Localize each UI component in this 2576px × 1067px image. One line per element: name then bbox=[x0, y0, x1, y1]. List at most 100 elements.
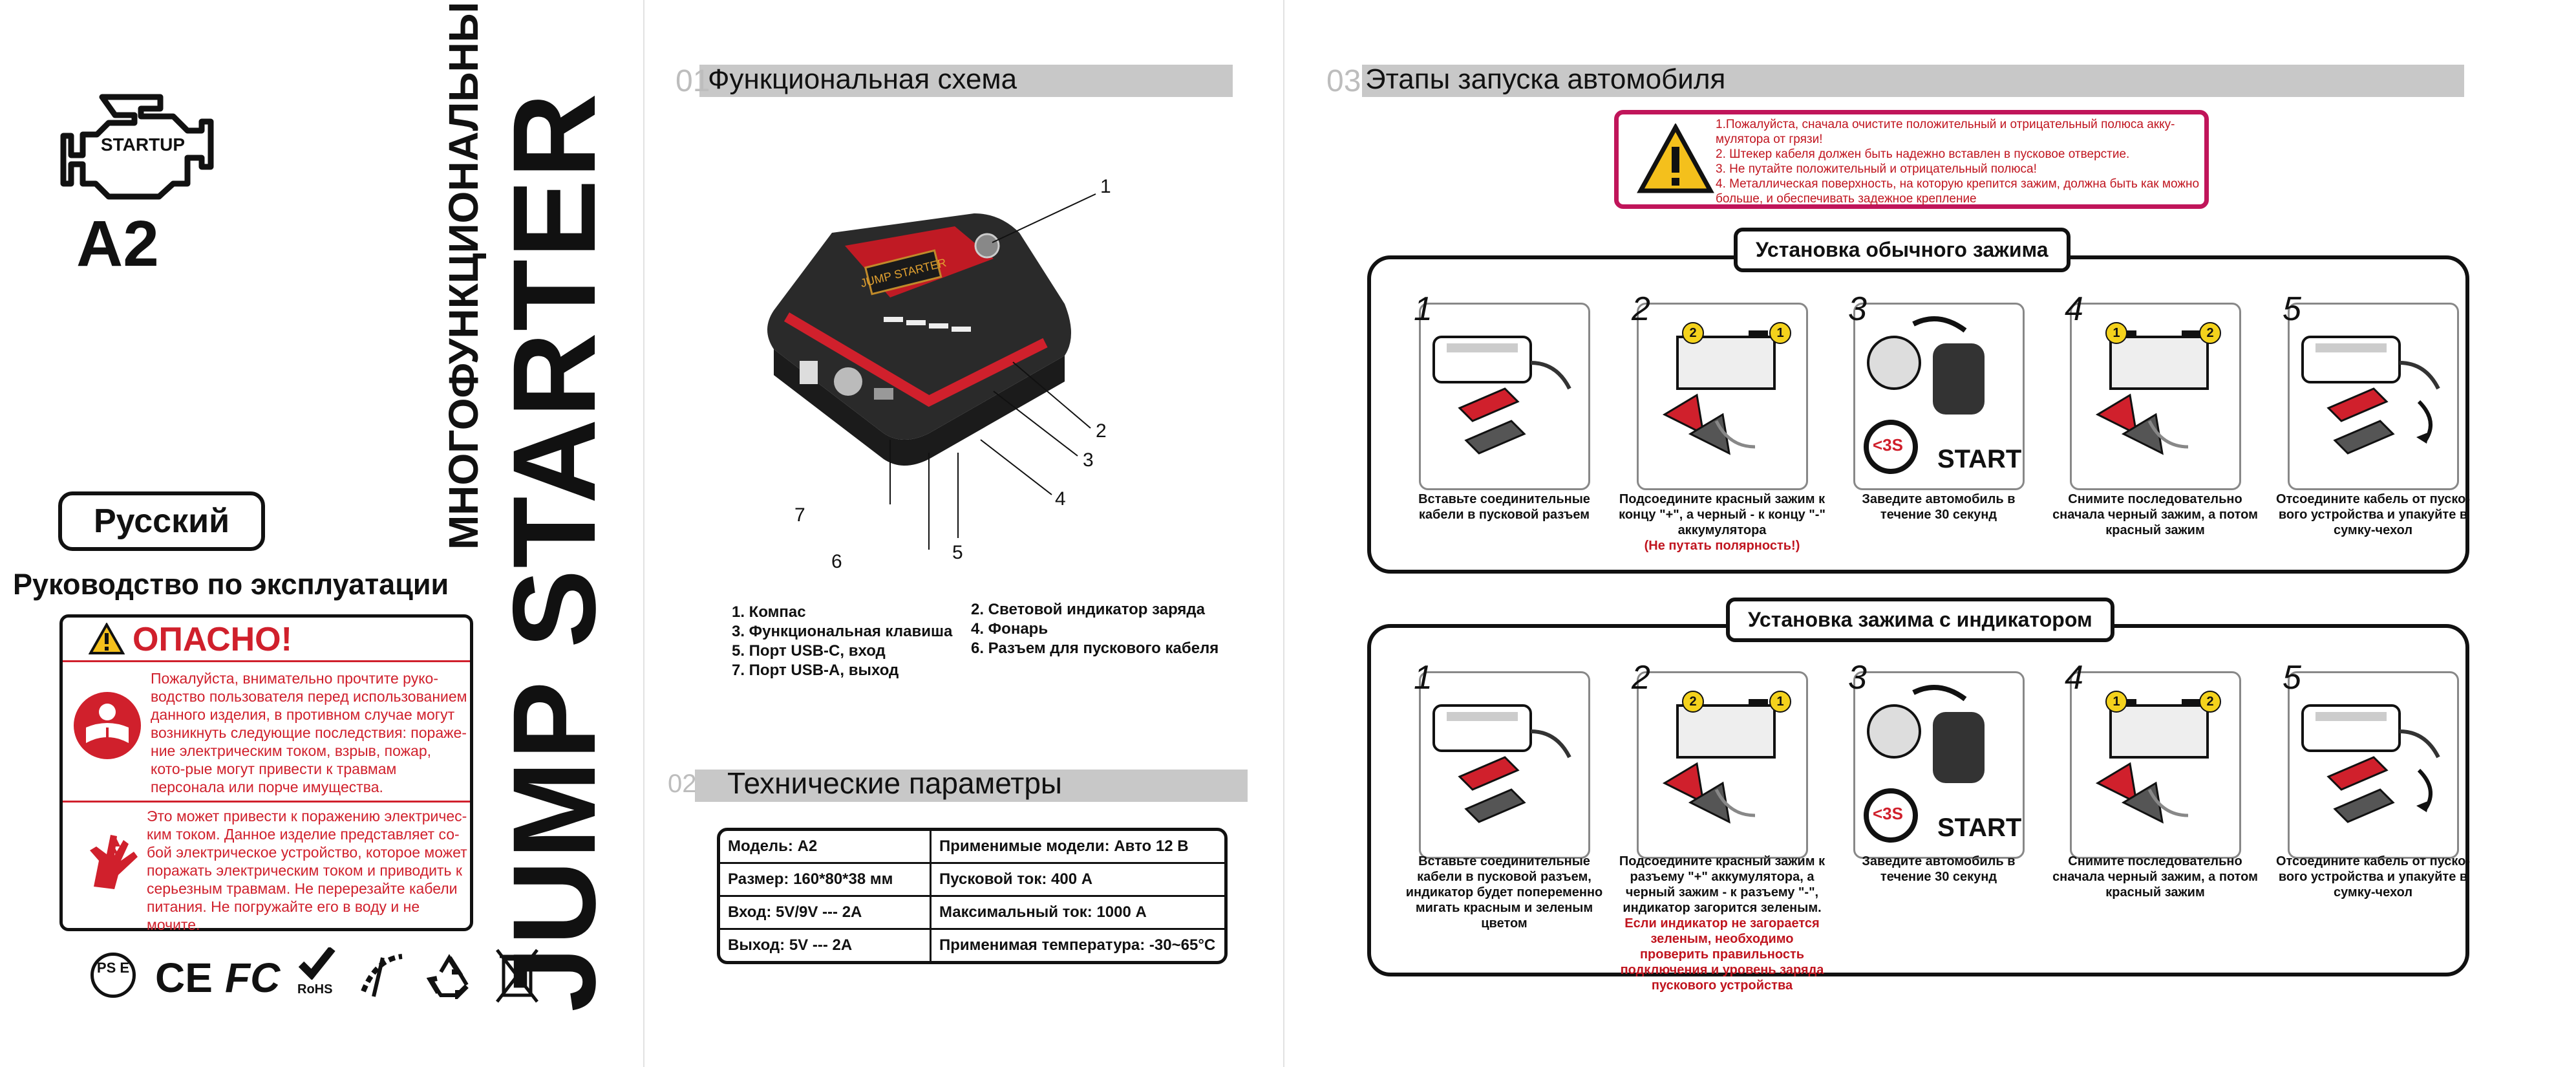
battery-disconnect-icon bbox=[2072, 699, 2239, 857]
functional-bar bbox=[699, 65, 1233, 97]
steps-number: 03 bbox=[1326, 64, 1361, 98]
step-caption-warning: (Не путать полярность!) bbox=[1644, 539, 1800, 553]
functional-number: 01 bbox=[676, 64, 710, 98]
warning-line-2: 2. Штекер кабеля должен быть надежно вст… bbox=[1716, 147, 2130, 161]
spec-cell: Максимальный ток: 1000 A bbox=[931, 897, 1224, 930]
rohs-label: RoHS bbox=[297, 982, 333, 997]
cable-plug-icon bbox=[1421, 336, 1588, 488]
danger-separator bbox=[63, 801, 470, 803]
step-caption-text: Подсоедините красный зажим к разъему "+"… bbox=[1619, 854, 1826, 915]
warning-line-3: 3. Не путайте положительный и отрицатель… bbox=[1716, 162, 2037, 176]
step-number: 3 bbox=[1848, 659, 1867, 696]
step-group-regular-title: Установка обычного зажима bbox=[1734, 228, 2070, 272]
cover-panel: STARTUP A2 Русский Руководство по эксплу… bbox=[0, 0, 643, 1067]
electric-shock-hand-icon bbox=[74, 824, 145, 899]
specs-number: 02 bbox=[668, 770, 697, 798]
negative-badge-icon: 2 bbox=[2199, 691, 2221, 713]
callout-3: 3 bbox=[1083, 449, 1094, 471]
battery-disconnect-icon bbox=[2072, 330, 2239, 488]
specs-title: Технические параметры bbox=[727, 766, 1062, 800]
step-card bbox=[1637, 303, 1808, 490]
feature-4: 4. Фонарь bbox=[971, 620, 1048, 638]
device-illustration: JUMP STARTER bbox=[761, 188, 1097, 485]
pse-icon: PS E bbox=[90, 953, 136, 998]
divider-1 bbox=[643, 0, 644, 1067]
bin-icon bbox=[495, 947, 540, 1009]
step-card bbox=[1419, 671, 1590, 859]
cable-pack-icon bbox=[2290, 336, 2457, 488]
spec-cell: Модель: A2 bbox=[720, 831, 931, 864]
step-number: 5 bbox=[2283, 659, 2301, 696]
warning-triangle-icon bbox=[88, 621, 125, 658]
step-caption: Подсоедините красный зажим к концу "+", … bbox=[1619, 491, 1826, 554]
language-button[interactable]: Русский bbox=[58, 491, 265, 551]
start-label: START bbox=[1937, 445, 2022, 473]
step-group-indicator-title: Установка зажима с индикатором bbox=[1726, 598, 2114, 642]
recycle-icon bbox=[426, 954, 472, 1002]
callout-7: 7 bbox=[794, 504, 805, 526]
read-manual-icon bbox=[72, 690, 143, 764]
step-caption: Подсоедините красный зажим к разъему "+"… bbox=[1619, 854, 1826, 993]
step-card bbox=[1853, 303, 2025, 490]
step-caption: Заведите автомобиль в течение 30 секунд bbox=[1835, 854, 2042, 885]
danger-text-1: Пожалуйста, внимательно прочтите руко-во… bbox=[151, 670, 467, 795]
ignition-key-icon bbox=[1855, 316, 2023, 488]
feature-2: 2. Световой индикатор заряда bbox=[971, 601, 1206, 618]
feature-1: 1. Компас bbox=[732, 603, 806, 621]
step-caption: Вставьте соединительные кабели в пусково… bbox=[1401, 491, 1608, 523]
start-label: START bbox=[1937, 814, 2022, 842]
step-card bbox=[1419, 303, 1590, 490]
battery-connect-icon bbox=[1639, 699, 1806, 857]
step-caption: Отсоедините кабель от пуско-вого устройс… bbox=[2270, 854, 2476, 900]
steps-bar bbox=[1362, 65, 2464, 97]
divider-2 bbox=[1283, 0, 1284, 1067]
callout-1: 1 bbox=[1100, 176, 1111, 197]
timer-label: <3S bbox=[1873, 435, 1903, 455]
positive-badge-icon: 1 bbox=[2105, 322, 2127, 344]
step-number: 1 bbox=[1414, 290, 1432, 328]
step-number: 2 bbox=[1632, 659, 1650, 696]
danger-header: ОПАСНО! bbox=[63, 618, 470, 662]
step-caption-text: Вставьте соединительные кабели в пусково… bbox=[1418, 492, 1590, 522]
danger-box: ОПАСНО! Пожалуйста, внимательно прочтите… bbox=[59, 614, 473, 933]
engine-label: STARTUP bbox=[100, 135, 186, 155]
ignition-key-icon bbox=[1855, 685, 2023, 857]
vertical-title: JUMP STARTER bbox=[488, 92, 620, 1012]
specs-bar bbox=[695, 770, 1248, 802]
step-caption: Заведите автомобиль в течение 30 секунд bbox=[1835, 491, 2042, 523]
feature-6: 6. Разъем для пускового кабеля bbox=[971, 640, 1219, 657]
engine-icon: STARTUP bbox=[57, 84, 225, 200]
callout-4: 4 bbox=[1055, 488, 1066, 510]
spec-cell: Пусковой ток: 400 A bbox=[931, 864, 1224, 897]
danger-title: ОПАСНО! bbox=[133, 621, 292, 658]
weee-icon bbox=[357, 953, 409, 1001]
warning-box: 1.Пожалуйста, сначала очистите положител… bbox=[1614, 110, 2209, 209]
step-number: 3 bbox=[1848, 290, 1867, 328]
negative-badge-icon: 2 bbox=[2199, 322, 2221, 344]
step-number: 2 bbox=[1632, 290, 1650, 328]
model-name: A2 bbox=[76, 208, 159, 280]
spec-cell: Применимые модели: Авто 12 В bbox=[931, 831, 1224, 864]
spec-cell: Вход: 5V/9V --- 2A bbox=[720, 897, 931, 930]
positive-badge-icon: 1 bbox=[2105, 691, 2127, 713]
step-number: 4 bbox=[2065, 290, 2083, 328]
vertical-subtitle: МНОГОФУНКЦИОНАЛЬНЫЙ bbox=[440, 0, 487, 550]
battery-connect-icon bbox=[1639, 330, 1806, 488]
step-caption: Отсоедините кабель от пуско-вого устройс… bbox=[2270, 491, 2476, 538]
callout-lines bbox=[889, 193, 1096, 550]
feature-7: 7. Порт USB-A, выход bbox=[732, 662, 899, 679]
spec-cell: Размер: 160*80*38 мм bbox=[720, 864, 931, 897]
step-caption-text: Снимите последовательно сначала черный з… bbox=[2052, 854, 2258, 900]
step-caption-text: Заведите автомобиль в течение 30 секунд bbox=[1862, 854, 2016, 884]
step-caption-text: Отсоедините кабель от пуско-вого устройс… bbox=[2275, 854, 2471, 900]
step-number: 5 bbox=[2283, 290, 2301, 328]
fc-label: FC bbox=[225, 954, 281, 1001]
ce-label: CE bbox=[155, 954, 213, 1001]
rohs-icon: RoHS bbox=[297, 946, 343, 1006]
warning-line-1: 1.Пожалуйста, сначала очистите положител… bbox=[1716, 118, 2175, 146]
callout-5: 5 bbox=[952, 542, 963, 563]
